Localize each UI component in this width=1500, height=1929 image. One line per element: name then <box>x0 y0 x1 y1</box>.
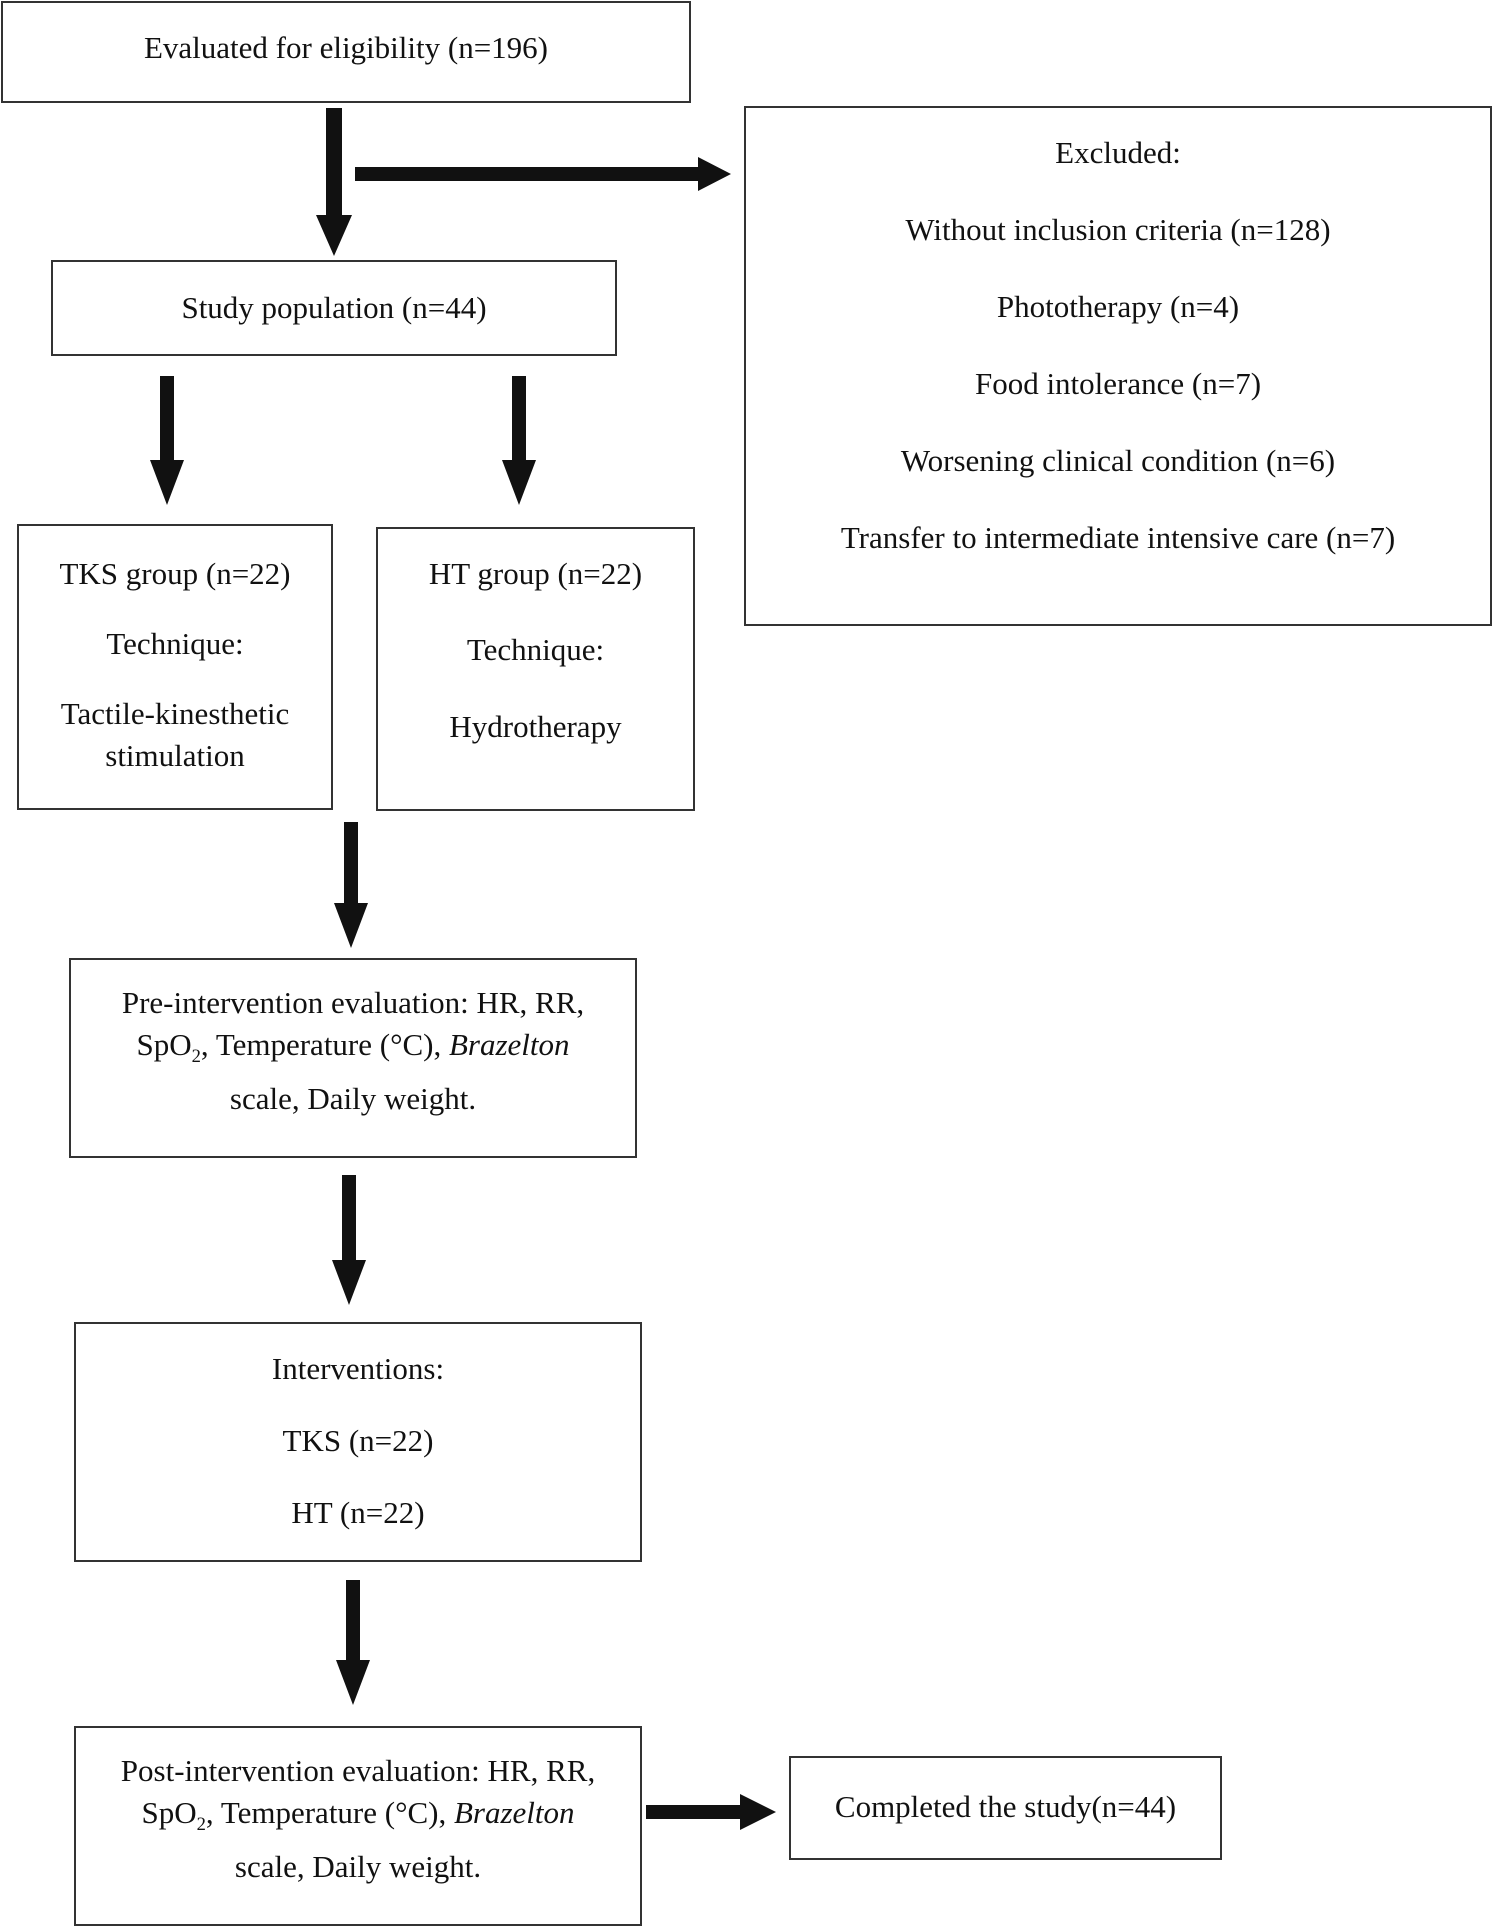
post-eval-spo-sub: 2 <box>196 1814 206 1836</box>
study-population-text: Study population (n=44) <box>181 290 487 325</box>
excluded-item-transfer: Transfer to intermediate intensive care … <box>840 520 1396 555</box>
arrow-right-to-completed <box>646 1794 776 1830</box>
excluded-item-phototherapy: Phototherapy (n=4) <box>996 289 1240 324</box>
post-eval-brazelton: Brazelton <box>453 1795 575 1830</box>
arrow-down-eligibility-to-population <box>316 108 352 256</box>
eligibility-text: Evaluated for eligibility (n=196) <box>143 30 548 65</box>
pre-eval-spo: SpO <box>136 1027 192 1062</box>
interventions-title: Interventions: <box>271 1351 445 1386</box>
tks-group-box: TKS group (n=22) Technique: Tactile-kine… <box>17 524 333 810</box>
tks-technique-line1: Tactile-kinesthetic <box>60 696 290 731</box>
ht-group-box: HT group (n=22) Technique: Hydrotherapy <box>376 527 695 811</box>
tks-technique-label: Technique: <box>106 626 244 661</box>
excluded-title: Excluded: <box>1055 135 1181 170</box>
post-eval-line2: SpO2, Temperature (°C), Brazelton <box>76 1792 640 1846</box>
arrow-down-to-ht <box>502 376 536 505</box>
excluded-item-worsening-condition: Worsening clinical condition (n=6) <box>900 443 1336 478</box>
interventions-box: Interventions: TKS (n=22) HT (n=22) <box>74 1322 642 1562</box>
pre-eval-line2: SpO2, Temperature (°C), Brazelton <box>71 1024 635 1078</box>
post-intervention-box: Post-intervention evaluation: HR, RR, Sp… <box>74 1726 642 1926</box>
pre-eval-line1: Pre-intervention evaluation: HR, RR, <box>121 985 585 1020</box>
excluded-item-food-intolerance: Food intolerance (n=7) <box>974 366 1262 401</box>
interventions-tks: TKS (n=22) <box>282 1423 434 1458</box>
post-eval-temperature: , Temperature (°C), <box>205 1795 454 1830</box>
study-population-box: Study population (n=44) <box>51 260 617 356</box>
post-eval-line1: Post-intervention evaluation: HR, RR, <box>120 1753 596 1788</box>
arrow-right-to-excluded <box>355 157 731 191</box>
tks-group-title: TKS group (n=22) <box>59 556 291 591</box>
pre-eval-brazelton: Brazelton <box>448 1027 570 1062</box>
pre-eval-temperature: , Temperature (°C), <box>200 1027 449 1062</box>
eligibility-box: Evaluated for eligibility (n=196) <box>1 1 691 103</box>
post-eval-line3: scale, Daily weight. <box>234 1849 482 1885</box>
pre-eval-spo-sub: 2 <box>191 1046 201 1068</box>
completed-text: Completed the study(n=44) <box>834 1789 1177 1824</box>
post-eval-spo: SpO <box>141 1795 197 1830</box>
arrow-down-to-interventions <box>332 1175 366 1305</box>
arrow-down-to-pre-eval <box>334 822 368 948</box>
excluded-item-no-criteria: Without inclusion criteria (n=128) <box>905 212 1331 247</box>
ht-technique-label: Technique: <box>466 632 605 667</box>
tks-technique-line2: stimulation <box>105 738 245 773</box>
arrow-down-to-tks <box>150 376 184 505</box>
arrow-down-to-post-eval <box>336 1580 370 1705</box>
pre-intervention-box: Pre-intervention evaluation: HR, RR, SpO… <box>69 958 637 1158</box>
interventions-ht: HT (n=22) <box>291 1495 425 1530</box>
ht-technique: Hydrotherapy <box>449 709 622 744</box>
pre-eval-line3: scale, Daily weight. <box>229 1081 477 1117</box>
excluded-box: Excluded: Without inclusion criteria (n=… <box>744 106 1492 626</box>
ht-group-title: HT group (n=22) <box>428 556 643 591</box>
completed-box: Completed the study(n=44) <box>789 1756 1222 1860</box>
